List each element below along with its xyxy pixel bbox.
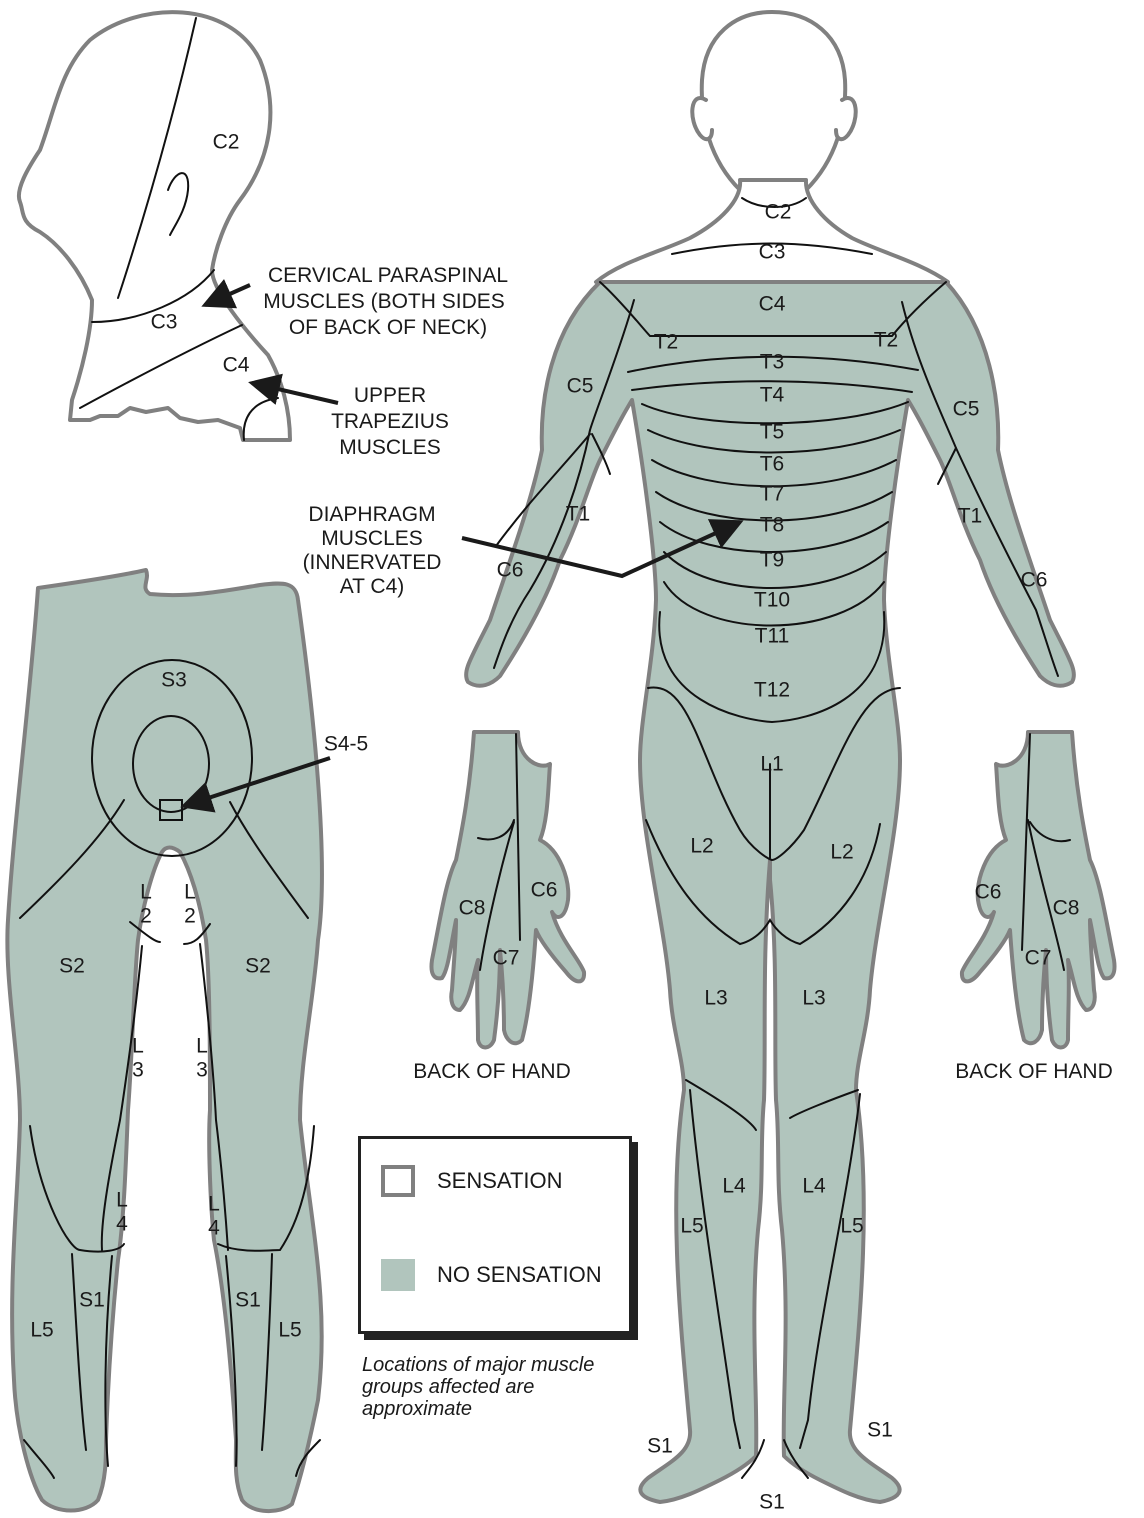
diaphragm-callout-line3: (INNERVATED [303, 551, 442, 574]
back-label-l5-left: L5 [30, 1319, 53, 1342]
trapezius-callout-line1: UPPER [354, 384, 426, 407]
front-label-s1-center: S1 [759, 1491, 785, 1514]
front-label-t5: T5 [760, 421, 785, 444]
front-label-c6-right: C6 [1021, 569, 1048, 592]
head-label-c3: C3 [151, 311, 178, 334]
back-label-l2c: L [184, 881, 196, 904]
head-side-view: C2 C3 C4 CERVICAL PARASPINAL MUSCLES (BO… [19, 12, 508, 459]
legend: SENSATION NO SENSATION [358, 1136, 632, 1334]
diaphragm-callout-line1: DIAPHRAGM [308, 503, 435, 526]
hand-left-c8: C8 [459, 897, 486, 920]
front-label-t11: T11 [755, 625, 790, 648]
front-label-t1-right: T1 [958, 505, 983, 528]
paraspinal-callout-line2: MUSCLES (BOTH SIDES [263, 290, 505, 313]
front-neck [596, 180, 948, 282]
head-label-c2: C2 [213, 131, 240, 154]
back-label-l3b: 3 [132, 1059, 144, 1082]
back-label-s1-right: S1 [235, 1289, 261, 1312]
hand-right: C6 C8 C7 BACK OF HAND [955, 732, 1114, 1083]
diaphragm-callout-line2: MUSCLES [321, 527, 423, 550]
back-label-l4a: L [116, 1189, 128, 1212]
front-label-l4-right: L4 [802, 1175, 826, 1198]
back-label-l5-right: L5 [278, 1319, 301, 1342]
front-label-c2: C2 [765, 201, 792, 224]
legend-no-sensation-row: NO SENSATION [381, 1259, 602, 1291]
front-label-c4: C4 [759, 293, 786, 316]
hand-left-c7: C7 [493, 947, 520, 970]
front-label-t9: T9 [760, 549, 785, 572]
front-label-t1-left: T1 [566, 503, 591, 526]
back-label-l4d: 4 [208, 1217, 220, 1240]
front-label-l1: L1 [760, 753, 783, 776]
front-label-t2-right: T2 [874, 329, 899, 352]
back-label-l2d: 2 [184, 905, 196, 928]
hand-left: C8 C6 C7 BACK OF HAND [413, 732, 584, 1083]
hand-left-caption: BACK OF HAND [413, 1060, 571, 1083]
back-lower-body-view: S3 S4-5 S2 S2 L 2 L 2 L 3 L 3 L 4 L 4 S1… [7, 570, 368, 1511]
head-label-c4: C4 [223, 354, 250, 377]
front-label-l4-left: L4 [722, 1175, 746, 1198]
trapezius-callout-line2: TRAPEZIUS [331, 410, 449, 433]
front-label-c6-left: C6 [497, 559, 524, 582]
front-label-l2-left: L2 [690, 835, 713, 858]
back-label-l3a: L [132, 1035, 144, 1058]
front-label-l3-left: L3 [704, 987, 727, 1010]
hand-right-caption: BACK OF HAND [955, 1060, 1113, 1083]
trapezius-callout-line3: MUSCLES [339, 436, 441, 459]
hand-right-c8: C8 [1053, 897, 1080, 920]
front-label-t6: T6 [760, 453, 785, 476]
back-label-l2b: 2 [140, 905, 152, 928]
back-label-s2-left: S2 [59, 955, 85, 978]
hand-left-shape [431, 732, 584, 1048]
back-label-l4b: 4 [116, 1213, 128, 1236]
front-label-c5-right: C5 [953, 398, 980, 421]
front-label-t8: T8 [760, 514, 785, 537]
legend-sensation-row: SENSATION [381, 1165, 563, 1197]
sensation-swatch [381, 1165, 415, 1197]
front-label-t12: T12 [754, 679, 790, 702]
paraspinal-callout-line1: CERVICAL PARASPINAL [268, 264, 508, 287]
back-label-s1-left: S1 [79, 1289, 105, 1312]
paraspinal-callout-line3: OF BACK OF NECK) [289, 316, 487, 339]
front-label-c5-left: C5 [567, 375, 594, 398]
legend-sensation-label: SENSATION [437, 1168, 563, 1194]
front-label-l5-right: L5 [840, 1215, 863, 1238]
legend-no-sensation-label: NO SENSATION [437, 1262, 602, 1288]
diaphragm-callout-line4: AT C4) [340, 575, 405, 598]
front-label-l2-right: L2 [830, 841, 853, 864]
back-label-s2-right: S2 [245, 955, 271, 978]
back-body-shaded [7, 570, 322, 1511]
front-label-c3: C3 [759, 241, 786, 264]
hand-left-c6: C6 [531, 879, 558, 902]
hand-right-c6: C6 [975, 881, 1002, 904]
back-label-l3c: L [196, 1035, 208, 1058]
front-label-t4: T4 [760, 384, 785, 407]
back-label-l2a: L [140, 881, 152, 904]
approximation-note: Locations of major muscle groups affecte… [362, 1354, 632, 1420]
front-label-s1-right: S1 [867, 1419, 893, 1442]
back-label-l3d: 3 [196, 1059, 208, 1082]
back-label-s45: S4-5 [324, 733, 368, 756]
front-label-t7: T7 [760, 483, 785, 506]
hand-right-c7: C7 [1025, 947, 1052, 970]
front-label-t3: T3 [760, 351, 785, 374]
front-label-l5-left: L5 [680, 1215, 703, 1238]
front-label-t10: T10 [754, 589, 790, 612]
front-label-t2-left: T2 [654, 331, 679, 354]
front-label-s1-left: S1 [647, 1435, 673, 1458]
front-label-l3-right: L3 [802, 987, 825, 1010]
no-sensation-swatch [381, 1259, 415, 1291]
front-head [702, 12, 845, 190]
back-label-l4c: L [208, 1193, 220, 1216]
back-label-s3: S3 [161, 669, 187, 692]
